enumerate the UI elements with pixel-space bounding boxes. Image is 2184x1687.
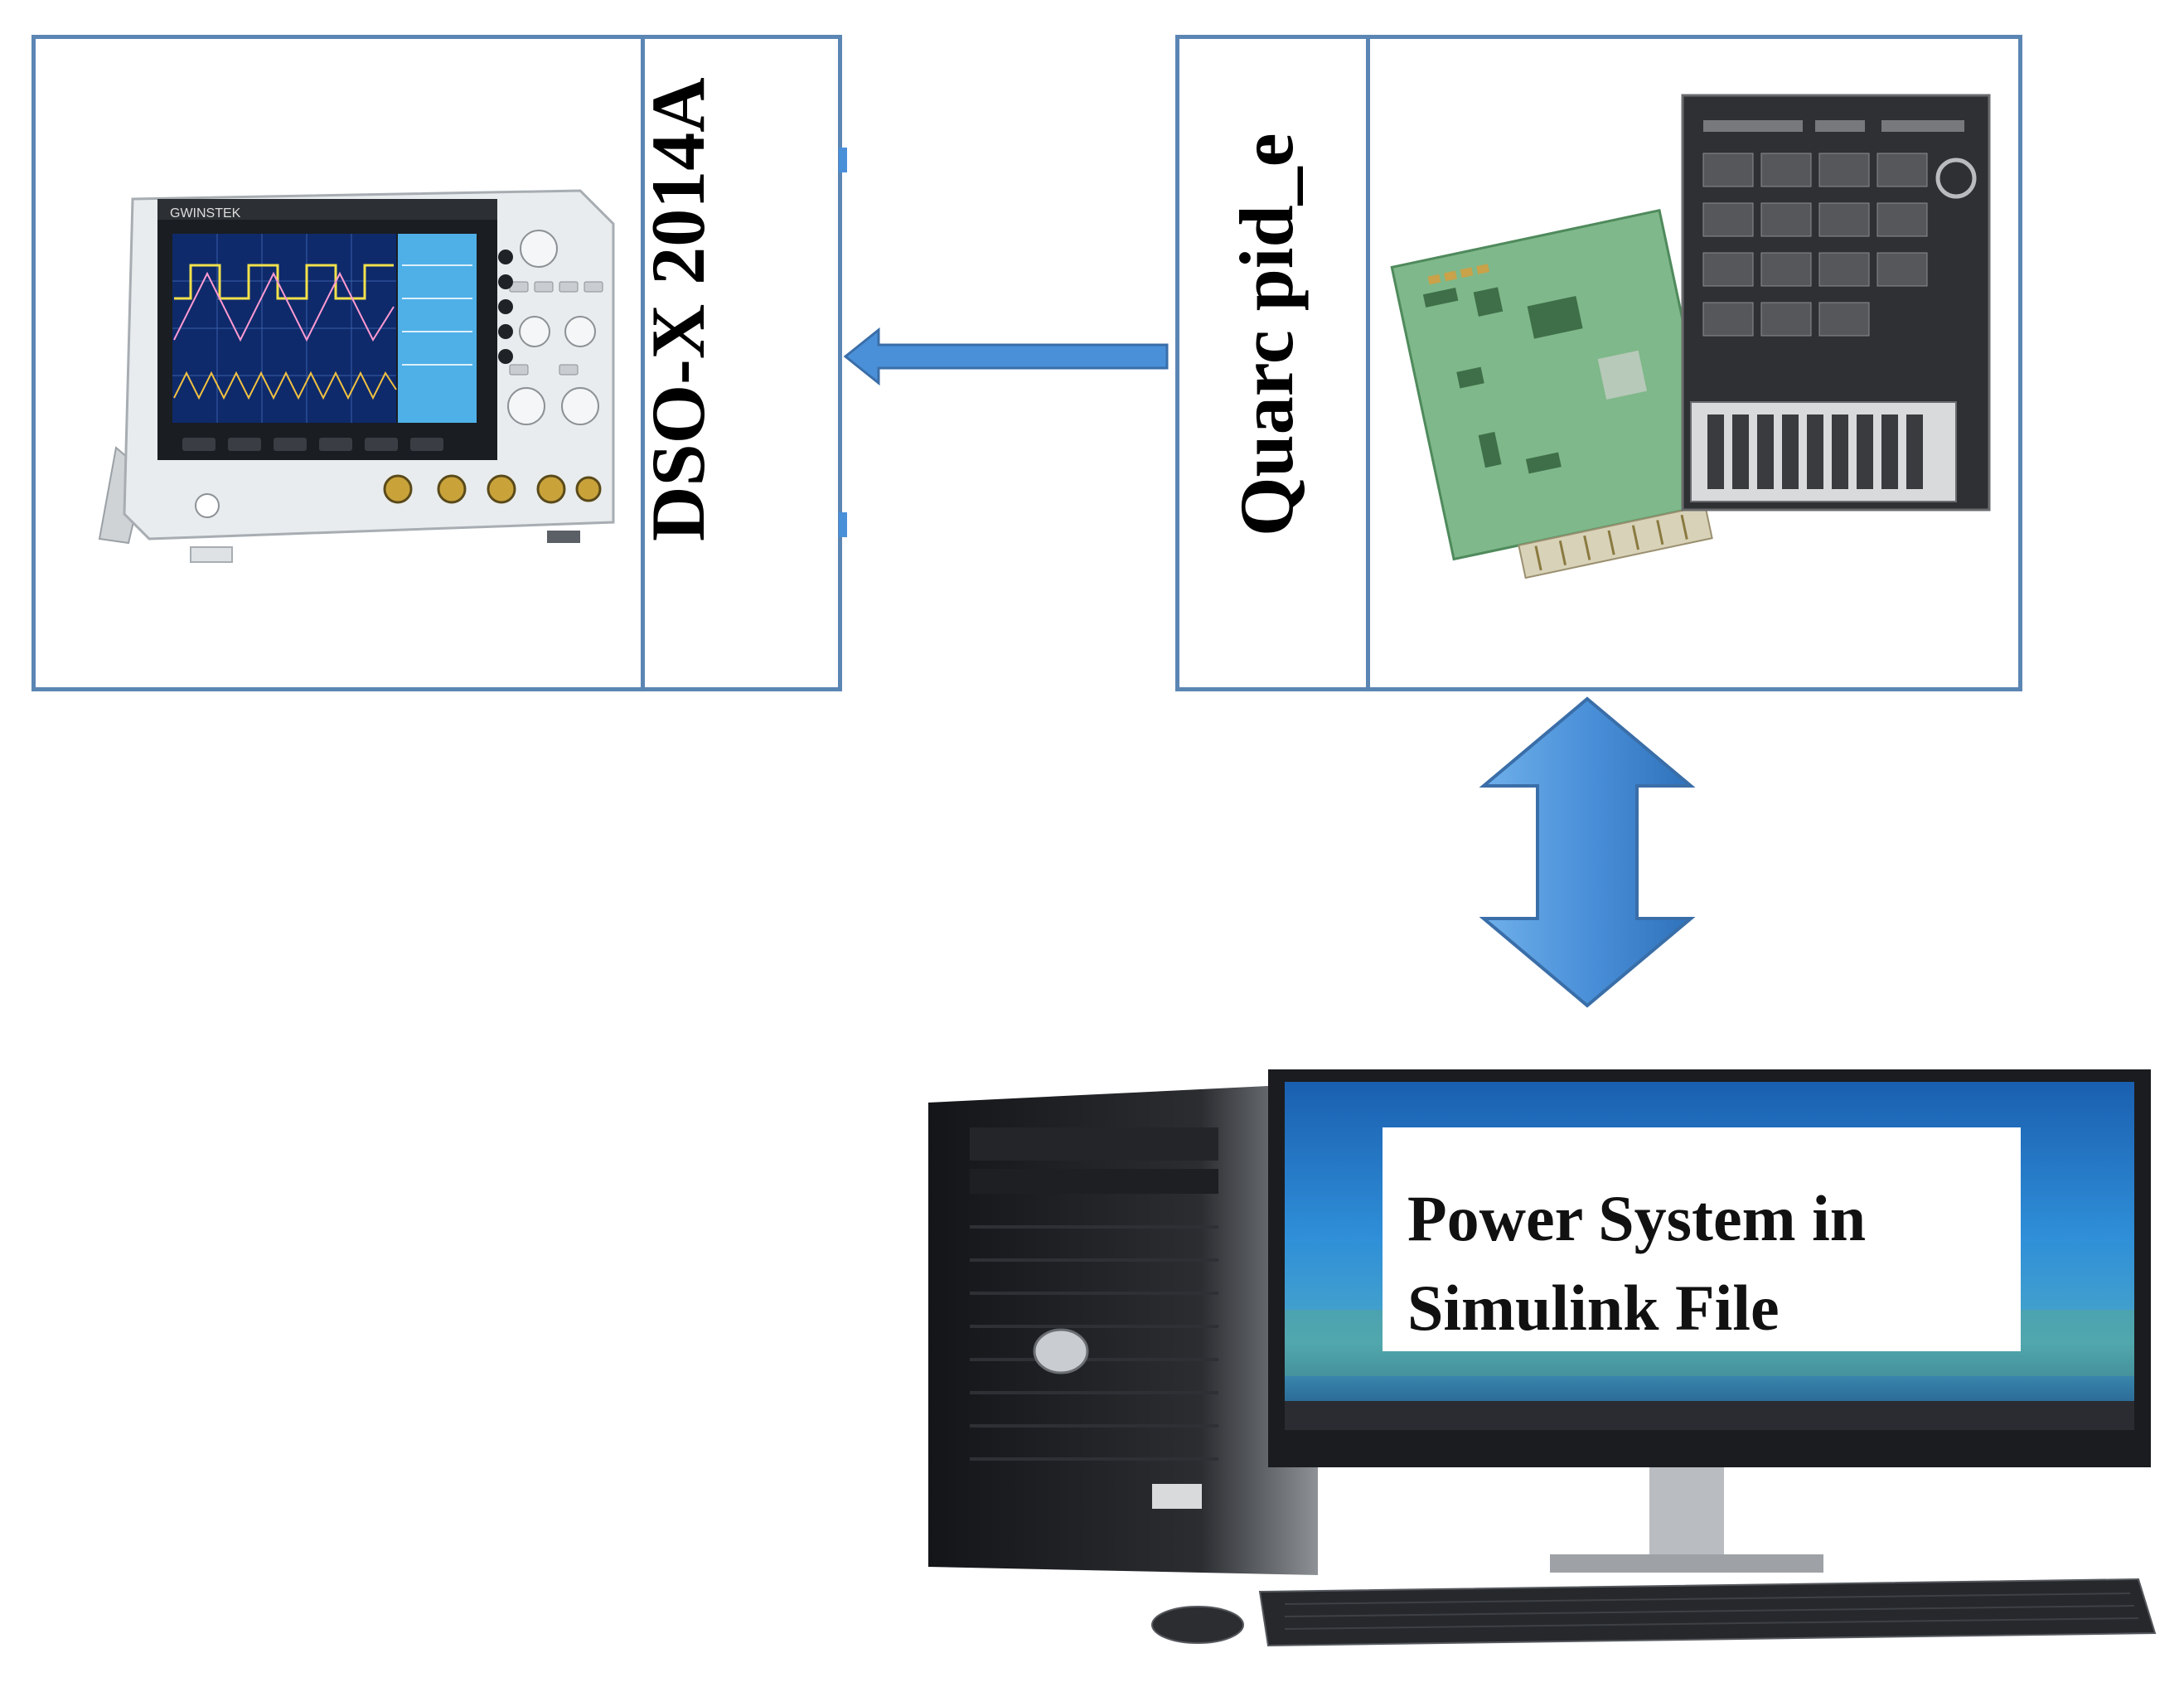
arrow-daq-computer-bidirectional [1479, 696, 1696, 1008]
simulink-label-line2: Simulink File [1407, 1272, 1780, 1344]
daq-boards-photo [1390, 94, 1991, 579]
daq-block-divider [1366, 39, 1370, 687]
device-brand-text: GWINSTEK [170, 206, 241, 221]
simulink-screen-label: Power System in Simulink File [1383, 1127, 2021, 1351]
arrow-daq-to-oscilloscope [843, 327, 1169, 386]
simulink-label-line1: Power System in [1407, 1182, 1867, 1254]
connector-tab-bottom [839, 512, 847, 537]
connector-tab-top [839, 148, 847, 172]
daq-label: Quarc pid_e [1224, 133, 1309, 536]
oscilloscope-label: DSO-X 2014A [636, 77, 720, 541]
oscilloscope-photo: GWINSTEK [98, 189, 615, 563]
oscilloscope-block-divider [641, 39, 645, 687]
